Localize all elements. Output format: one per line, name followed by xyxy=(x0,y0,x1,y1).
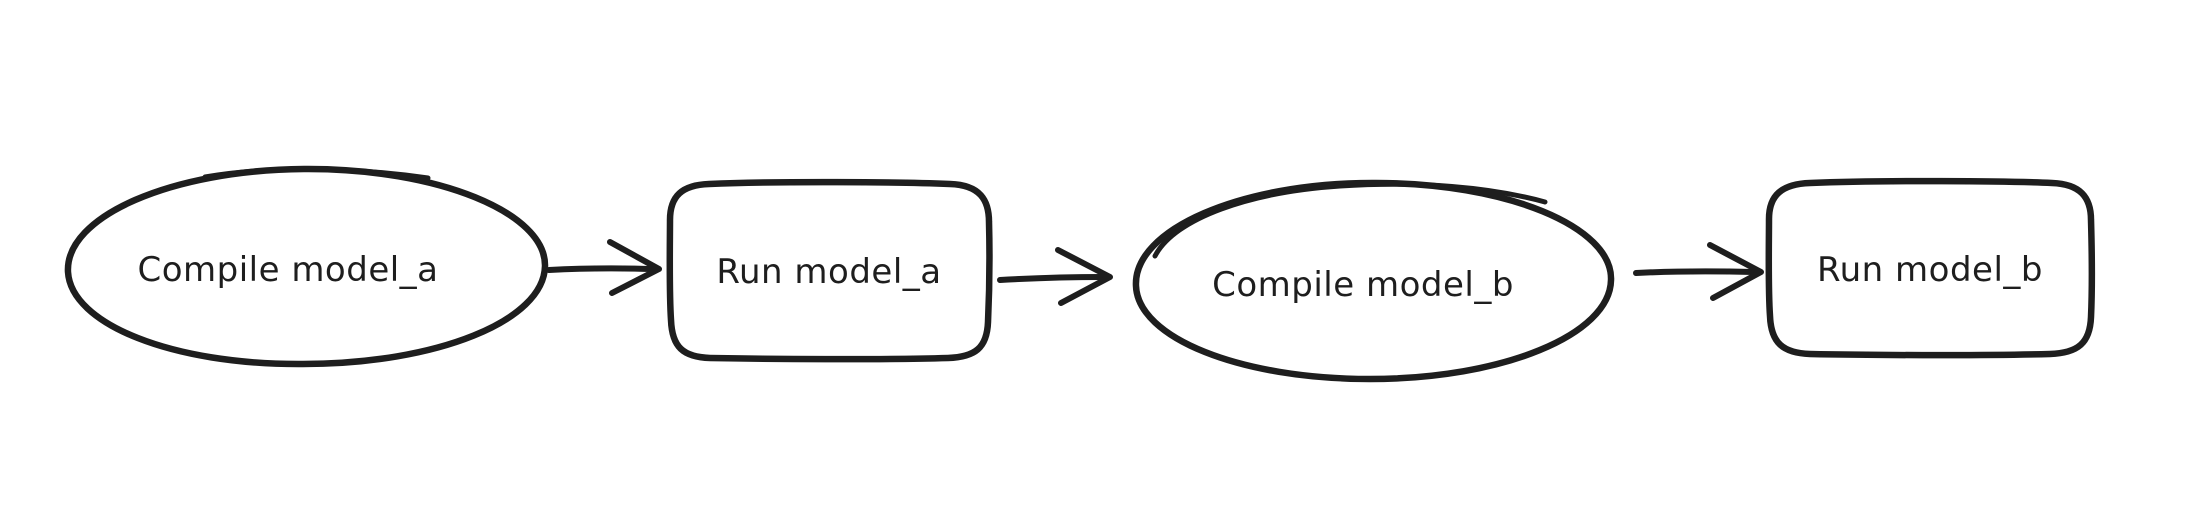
sketch-overdraw xyxy=(202,166,431,181)
node-compile-model-b[interactable]: Compile model_b xyxy=(1132,179,1615,383)
rounded-rect-shape xyxy=(1765,177,2095,359)
arrow-head xyxy=(1707,242,1764,301)
node-label: Compile model_b xyxy=(1212,265,1514,305)
arrow-head xyxy=(607,239,662,296)
node-label: Run model_b xyxy=(1817,250,2043,290)
arrow-shaft xyxy=(546,265,656,273)
node-run-model-a[interactable]: Run model_a xyxy=(666,178,993,363)
arrow-compile-a-to-run-a[interactable] xyxy=(546,239,662,296)
rounded-rect-shape xyxy=(666,178,993,363)
arrow-compile-b-to-run-b[interactable] xyxy=(1633,242,1764,301)
ellipse-shape xyxy=(64,165,549,368)
arrow-shaft xyxy=(997,274,1106,283)
node-compile-model-a[interactable]: Compile model_a xyxy=(64,165,549,368)
node-run-model-b[interactable]: Run model_b xyxy=(1765,177,2095,359)
arrow-shaft xyxy=(1633,268,1757,276)
node-label: Run model_a xyxy=(716,252,941,292)
node-label: Compile model_a xyxy=(137,250,438,290)
sketch-overdraw xyxy=(1152,181,1548,259)
arrow-run-a-to-compile-b[interactable] xyxy=(997,247,1113,306)
arrow-head xyxy=(1055,247,1113,306)
